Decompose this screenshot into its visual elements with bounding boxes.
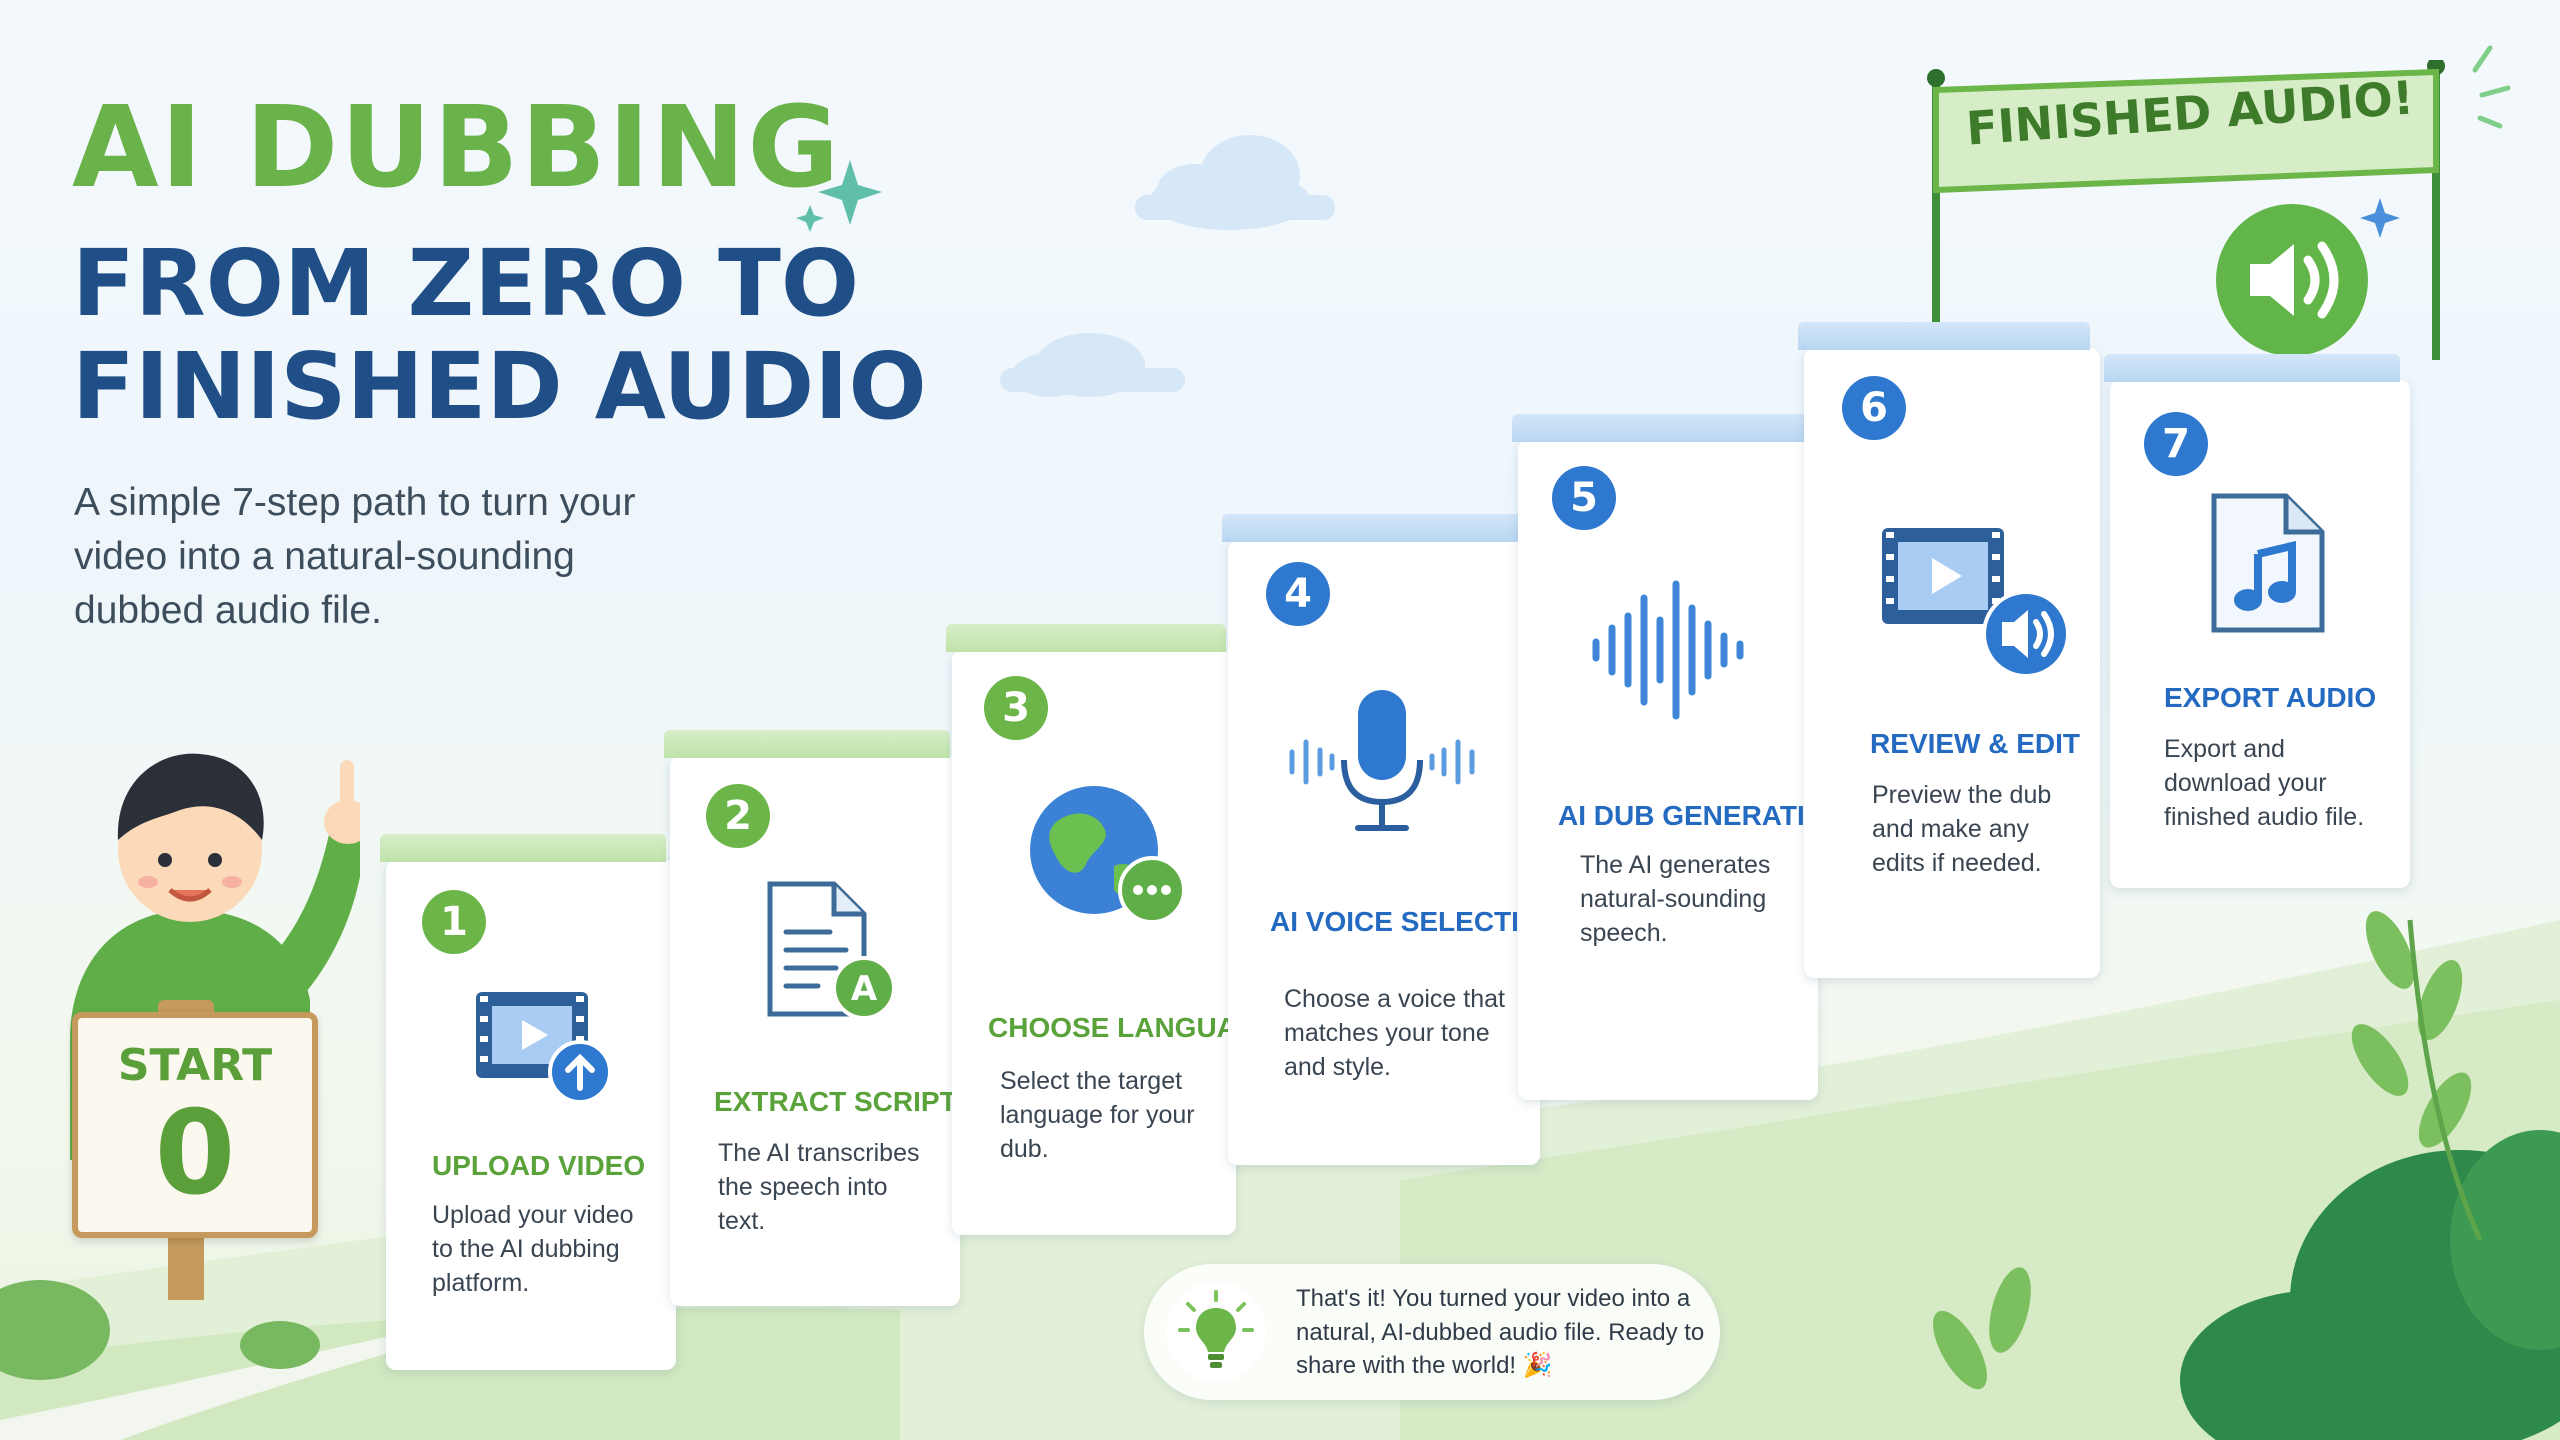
title-line-secondary: FROM ZERO TO FINISHED AUDIO bbox=[72, 232, 927, 438]
cloud-decoration bbox=[1000, 135, 1335, 397]
start-sign: START 0 bbox=[72, 1012, 318, 1238]
step-number-badge: 2 bbox=[706, 784, 770, 848]
step-number-badge: 3 bbox=[984, 676, 1048, 740]
video-speaker-icon bbox=[1882, 528, 2070, 678]
step-card-3: 3 CHOOSE LANGUAGE Select the target lang… bbox=[946, 624, 1277, 1235]
completion-tip: That's it! You turned your video into a … bbox=[1144, 1264, 1720, 1400]
step-card-2: 2 A EXTRACT SCRIPT The AI transcribes th… bbox=[664, 730, 960, 1306]
step-description: Choose a voice that matches your tone an… bbox=[1284, 985, 1505, 1081]
step-card-4: 4 AI VOICE SELECTION Choose a voice that… bbox=[1222, 514, 1561, 1165]
step-number-badge: 4 bbox=[1266, 562, 1330, 626]
step-number-badge: 5 bbox=[1552, 466, 1616, 530]
speaker-icon bbox=[2216, 204, 2368, 356]
step-title: REVIEW & EDIT bbox=[1870, 728, 2081, 759]
title-line-2: FROM ZERO TO bbox=[72, 230, 860, 337]
sparkle-icon bbox=[796, 160, 882, 232]
step-description: Export and download your finished audio … bbox=[2164, 735, 2365, 831]
globe-chat-icon bbox=[1030, 786, 1186, 924]
start-sign-label: START bbox=[117, 1040, 273, 1091]
subtitle: A simple 7-step path to turn your video … bbox=[74, 481, 636, 632]
finish-banner bbox=[1927, 60, 2445, 360]
step-card-6: 6 REVIEW & EDIT Preview the dub and make… bbox=[1798, 322, 2100, 978]
step-title: AI VOICE SELECTION bbox=[1270, 906, 1561, 937]
step-number-badge: 1 bbox=[422, 890, 486, 954]
step-card-1: 1 UPLOAD VIDEO Upload your video to the … bbox=[380, 834, 676, 1370]
completion-tip-text: That's it! You turned your video into a … bbox=[1296, 1285, 1705, 1380]
microphone-icon bbox=[1289, 690, 1475, 831]
svg-text:A: A bbox=[851, 969, 878, 1009]
document-text-icon: A bbox=[767, 881, 896, 1020]
lightbulb-icon bbox=[1178, 1290, 1254, 1368]
step-description: The AI transcribes the speech into text. bbox=[718, 1139, 920, 1235]
title-line-3: FINISHED AUDIO bbox=[72, 333, 927, 441]
step-number-badge: 6 bbox=[1842, 376, 1906, 440]
step-description: Select the target language for your dub. bbox=[1000, 1067, 1195, 1163]
step-description: Preview the dub and make any edits if ne… bbox=[1872, 781, 2052, 877]
step-description: The AI generates natural-sounding speech… bbox=[1580, 851, 1771, 947]
sound-wave-icon bbox=[1592, 580, 1744, 720]
audio-file-icon bbox=[2211, 493, 2325, 633]
step-title: EXTRACT SCRIPT bbox=[714, 1086, 957, 1117]
step-description: Upload your video to the AI dubbing plat… bbox=[432, 1201, 634, 1297]
step-card-5: 5 AI DUB GENERATION The AI generates nat… bbox=[1512, 414, 1847, 1100]
video-upload-icon bbox=[476, 992, 612, 1104]
step-number-badge: 7 bbox=[2144, 412, 2208, 476]
start-sign-number: 0 bbox=[154, 1086, 236, 1221]
step-title: AI DUB GENERATION bbox=[1558, 800, 1847, 831]
title-line-primary: AI DUBBING bbox=[72, 83, 842, 213]
step-title: EXPORT AUDIO bbox=[2164, 682, 2377, 713]
step-card-7: 7 EXPORT AUDIO Export and download your … bbox=[2104, 354, 2410, 888]
step-title: UPLOAD VIDEO bbox=[432, 1150, 646, 1181]
